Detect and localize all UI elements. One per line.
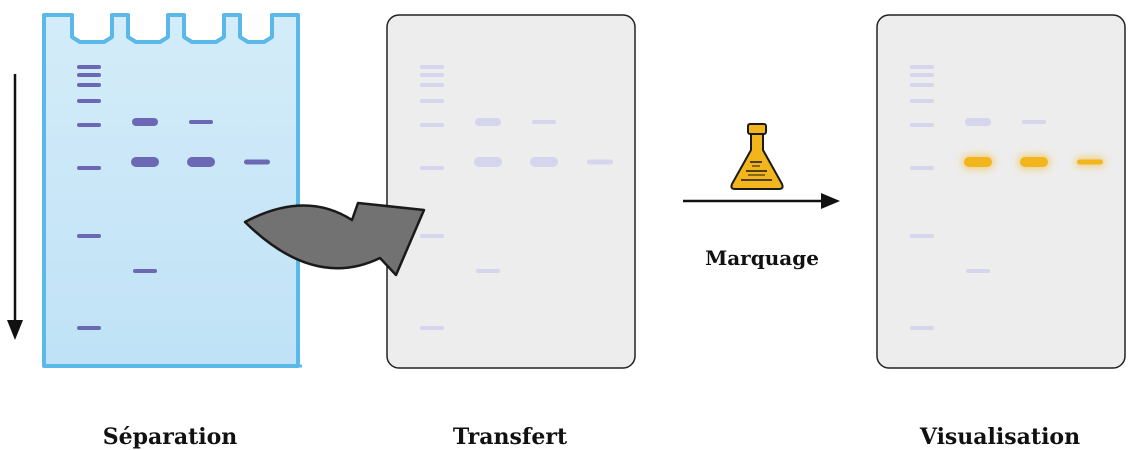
gel [42, 13, 302, 368]
protein-band [77, 234, 101, 238]
label-separation: Séparation [102, 424, 238, 450]
protein-band [77, 83, 101, 87]
protein-band [1022, 120, 1046, 124]
protein-band [420, 73, 444, 77]
curved-arrow-icon [243, 201, 426, 277]
gel-bands [77, 65, 270, 330]
protein-band [965, 118, 991, 126]
protein-band [910, 83, 934, 87]
flask-icon [730, 123, 784, 190]
protein-band [420, 123, 444, 127]
protein-band [244, 159, 270, 165]
protein-band [420, 83, 444, 87]
protein-band [77, 326, 101, 330]
signal-band [1020, 157, 1048, 167]
protein-band [910, 99, 934, 103]
protein-band [476, 269, 500, 273]
protein-band [77, 73, 101, 77]
transfer-bands [420, 65, 613, 330]
protein-band [420, 234, 444, 238]
protein-band [910, 234, 934, 238]
protein-band [420, 326, 444, 330]
membrane-visualization [876, 14, 1126, 369]
protein-band [910, 123, 934, 127]
visualization-bands [910, 65, 1105, 330]
protein-band [77, 65, 101, 69]
protein-band [132, 118, 158, 126]
gel-body [42, 13, 300, 368]
protein-band [77, 166, 101, 170]
protein-band [77, 99, 101, 103]
protein-band [587, 159, 613, 165]
protein-band [910, 326, 934, 330]
protein-band [530, 157, 558, 167]
protein-band [910, 65, 934, 69]
down-arrow-icon [7, 74, 23, 340]
right-arrow-icon [683, 193, 840, 209]
protein-band [420, 99, 444, 103]
protein-band [77, 123, 101, 127]
protein-band [187, 157, 215, 167]
step-label-marquage: Marquage [705, 246, 819, 270]
protein-band [532, 120, 556, 124]
protein-band [966, 269, 990, 273]
protein-band [133, 269, 157, 273]
protein-band [474, 157, 502, 167]
protein-band [910, 166, 934, 170]
protein-band [189, 120, 213, 124]
label-visualization: Visualisation [919, 424, 1081, 450]
signal-band [1077, 159, 1103, 165]
protein-band [475, 118, 501, 126]
protein-band [131, 157, 159, 167]
protein-band [420, 65, 444, 69]
protein-band [420, 166, 444, 170]
protein-band [910, 73, 934, 77]
membrane-transfer [386, 14, 636, 369]
label-transfer: Transfert [452, 424, 568, 450]
signal-band [964, 157, 992, 167]
